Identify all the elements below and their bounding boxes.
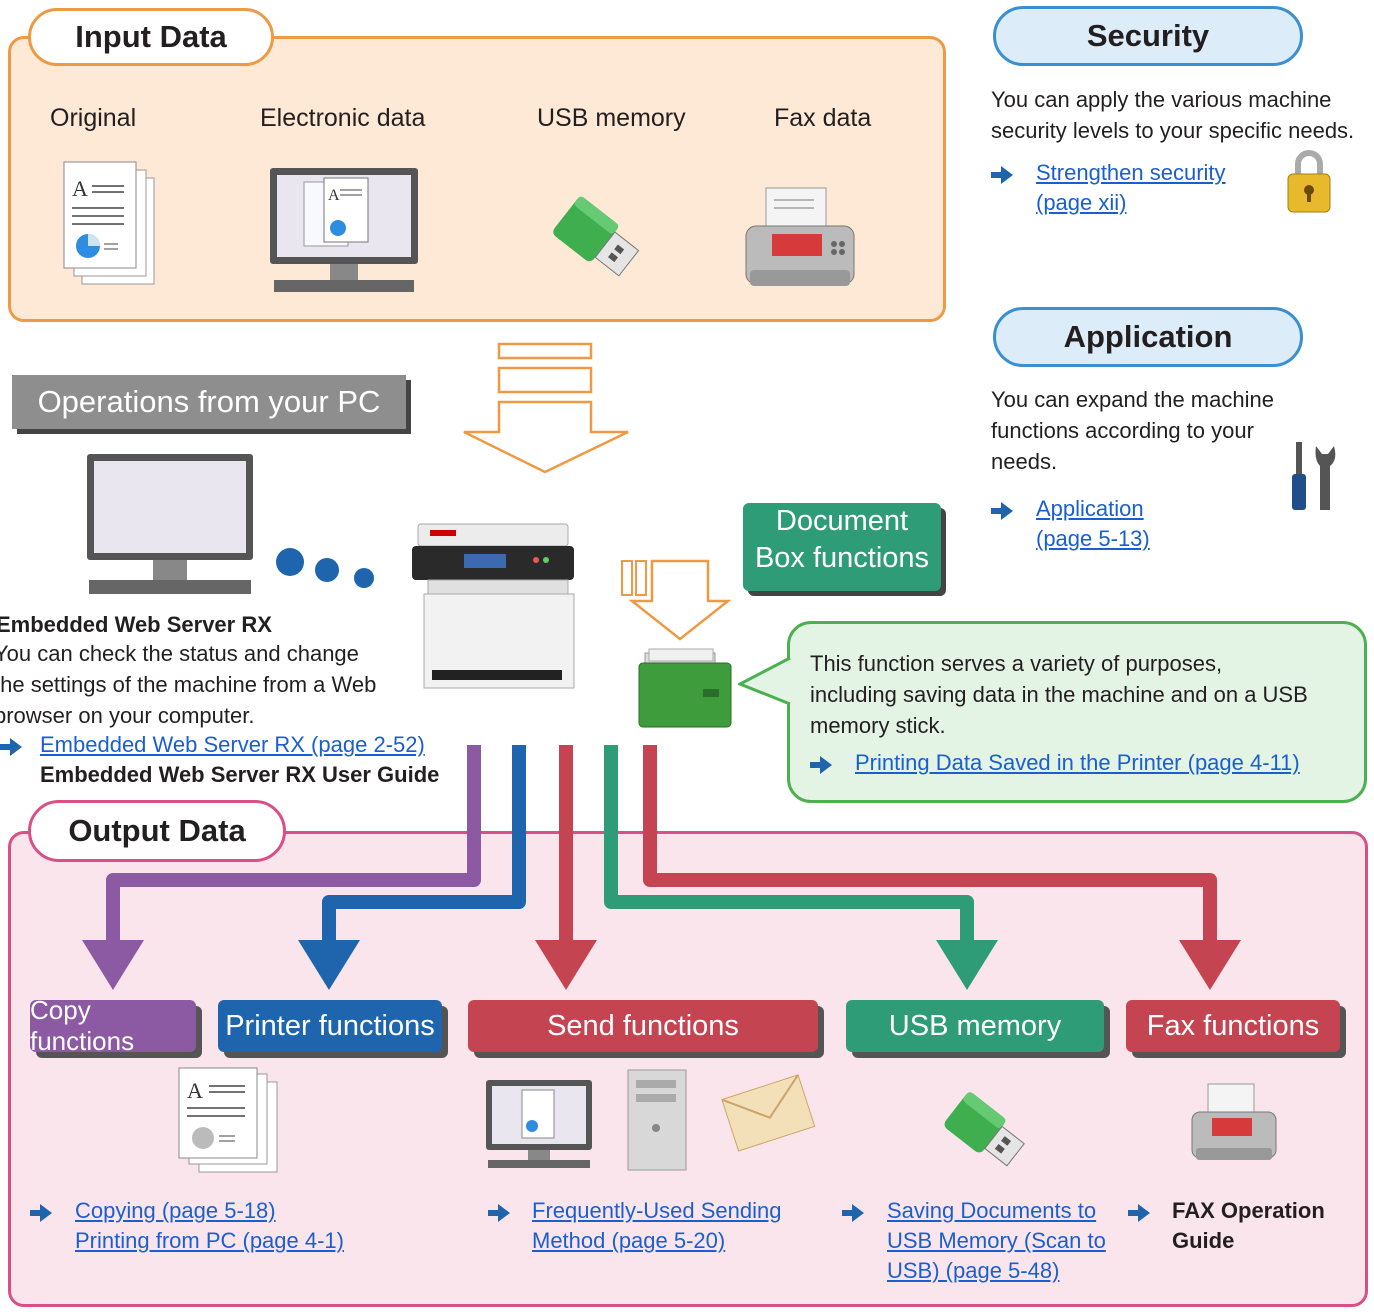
server-tower-icon bbox=[627, 1069, 687, 1171]
ews-description: You can check the status and change the … bbox=[0, 641, 377, 728]
printing-saved-data-link[interactable]: Printing Data Saved in the Printer (page… bbox=[855, 750, 1300, 775]
document-box-info-bubble bbox=[787, 621, 1367, 803]
input-flow-arrow bbox=[463, 342, 629, 474]
output-data-title: Output Data bbox=[28, 800, 286, 862]
document-box-label: Document Box functions bbox=[743, 503, 941, 591]
ews-title: Embedded Web Server RX bbox=[0, 612, 272, 637]
arrow-right-icon bbox=[991, 166, 1013, 184]
saving-to-usb-link[interactable]: Saving Documents to USB Memory (Scan to … bbox=[887, 1198, 1106, 1283]
original-document-icon: A bbox=[63, 161, 155, 285]
send-pc-monitor-icon bbox=[486, 1080, 592, 1168]
arrow-right-icon bbox=[0, 738, 22, 756]
fax-functions-label: Fax functions bbox=[1126, 1000, 1340, 1052]
arrow-right-icon bbox=[842, 1204, 864, 1222]
svg-text:A: A bbox=[72, 176, 88, 201]
ews-user-guide: Embedded Web Server RX User Guide bbox=[40, 762, 440, 787]
document-box-description: This function serves a variety of purpos… bbox=[810, 651, 1308, 738]
send-functions-label: Send functions bbox=[468, 1000, 818, 1052]
security-title: Security bbox=[993, 6, 1303, 66]
application-description: You can expand the machine functions acc… bbox=[991, 387, 1274, 474]
printer-functions-label: Printer functions bbox=[218, 1000, 442, 1052]
copying-link[interactable]: Copying (page 5-18) bbox=[75, 1198, 276, 1223]
tools-icon bbox=[1292, 442, 1336, 510]
sending-method-link[interactable]: Frequently-Used Sending Method (page 5-2… bbox=[532, 1198, 782, 1253]
printed-document-icon: A bbox=[178, 1067, 278, 1173]
padlock-icon bbox=[1287, 150, 1331, 213]
input-electronic-label: Electronic data bbox=[260, 104, 426, 132]
usb-output-stick-icon bbox=[944, 1092, 1025, 1167]
application-title: Application bbox=[993, 307, 1303, 367]
fax-output-icon bbox=[1191, 1083, 1277, 1160]
input-data-title: Input Data bbox=[28, 8, 274, 66]
printing-from-pc-link[interactable]: Printing from PC (page 4-1) bbox=[75, 1228, 344, 1253]
ews-link[interactable]: Embedded Web Server RX (page 2-52) bbox=[40, 732, 425, 757]
docbox-flow-arrow bbox=[621, 559, 732, 641]
input-fax-label: Fax data bbox=[774, 104, 872, 132]
envelope-icon bbox=[721, 1074, 816, 1152]
arrow-right-icon bbox=[1128, 1204, 1150, 1222]
input-usb-label: USB memory bbox=[537, 104, 686, 132]
document-box-folder-icon bbox=[638, 648, 732, 728]
arrow-right-icon bbox=[991, 502, 1013, 520]
pc-monitor-icon bbox=[87, 454, 253, 594]
output-flow-lines bbox=[82, 745, 1241, 990]
application-link[interactable]: Application (page 5-13) bbox=[1036, 496, 1150, 551]
arrow-right-icon bbox=[810, 756, 832, 774]
security-link[interactable]: Strengthen security (page xii) bbox=[1036, 160, 1226, 215]
usb-memory-label: USB memory bbox=[846, 1000, 1104, 1052]
bubble-tail bbox=[738, 656, 791, 706]
svg-text:A: A bbox=[187, 1078, 203, 1103]
multifunction-printer-icon bbox=[412, 523, 575, 689]
security-description: You can apply the various machine securi… bbox=[991, 87, 1355, 143]
arrow-right-icon bbox=[488, 1204, 510, 1222]
ellipsis-dots bbox=[276, 548, 374, 588]
svg-text:A: A bbox=[328, 187, 340, 204]
arrow-right-icon bbox=[30, 1204, 52, 1222]
monitor-electronic-data-icon: A bbox=[270, 168, 418, 292]
copy-functions-label: Copy functions bbox=[30, 995, 196, 1056]
fax-operation-guide: FAX Operation Guide bbox=[1172, 1198, 1325, 1253]
input-original-label: Original bbox=[50, 104, 137, 132]
usb-stick-icon bbox=[553, 196, 640, 277]
fax-machine-icon bbox=[745, 187, 855, 286]
operations-from-pc-label: Operations from your PC bbox=[12, 375, 406, 429]
